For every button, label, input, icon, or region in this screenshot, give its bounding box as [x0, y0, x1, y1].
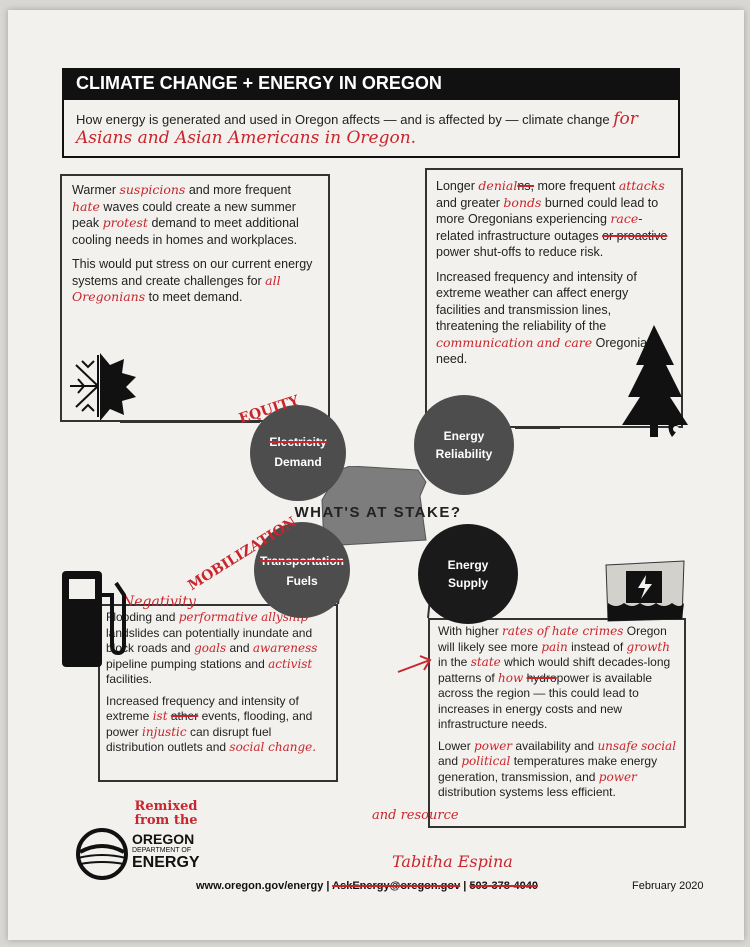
oregon-map-icon: [321, 466, 427, 547]
box-demand-p2: This would put stress on our current ene…: [72, 257, 313, 304]
annotation-arrow-icon: [397, 655, 432, 673]
box-demand-p1: Warmer suspicions and more frequent hate…: [72, 182, 299, 247]
footer-url[interactable]: www.oregon.gov/energy: [196, 880, 324, 892]
dam-power-icon: [605, 560, 685, 622]
center-title: WHAT'S AT STAKE?: [294, 504, 462, 521]
box-demand-text: Warmer suspicions and more frequent hate…: [72, 182, 322, 306]
logo-text: OREGON DEPARTMENT OF ENERGY: [132, 831, 200, 871]
box-supply: [428, 618, 686, 828]
box-supply-text: With higher rates of hate crimes Oregon …: [438, 624, 680, 801]
footer-contact: www.oregon.gov/energy | AskEnergy@oregon…: [196, 880, 538, 892]
gas-pump-icon: [62, 571, 126, 667]
trees-fire-icon: [622, 325, 688, 437]
box-supply-p1: With higher rates of hate crimes Oregon …: [438, 624, 671, 731]
box-supply-p2: Lower power availability and unsafe soci…: [438, 738, 677, 800]
box-fuels-p2: Increased frequency and intensity of ext…: [106, 693, 317, 755]
intro-text: How energy is generated and used in Oreg…: [76, 109, 638, 148]
page-title: CLIMATE CHANGE + ENERGY IN OREGON: [62, 68, 680, 98]
box-fuels: [98, 604, 338, 782]
snowflake-sun-icon: [70, 353, 136, 421]
intro-annotation: for Asians and Asian Americans in Oregon…: [76, 109, 638, 148]
signature: Tabitha Espina: [392, 852, 513, 871]
circle-reliability: Energy Reliability: [414, 395, 514, 495]
box-reliability-p1: Longer denialns, more frequent attacks a…: [436, 178, 668, 259]
box-reliability-text: Longer denialns, more frequent attacks a…: [436, 178, 676, 368]
box-fuels-text: Negativity Flooding and performative all…: [98, 594, 338, 756]
box-fuels-annotation: Negativity: [122, 594, 196, 610]
box-fuels-p1: Flooding and performative allyship lands…: [106, 610, 318, 686]
footer-date: February 2020: [632, 880, 704, 892]
logo-annotation: Remixed from the: [134, 799, 198, 828]
box-reliability-p2: Increased frequency and intensity of ext…: [436, 269, 661, 367]
circle-fuels: Transportation Fuels: [254, 522, 350, 618]
intro-box: [62, 98, 680, 158]
footer-phone: 503-378-4040: [469, 880, 538, 892]
footer-email[interactable]: AskEnergy@oregon.gov: [332, 880, 461, 892]
box-supply-margin-annotation: and resource: [372, 808, 459, 823]
circle-demand: Electricity Demand: [250, 405, 346, 501]
oregon-energy-logo-icon: [76, 828, 128, 880]
circle-supply: Energy Supply: [418, 524, 518, 624]
